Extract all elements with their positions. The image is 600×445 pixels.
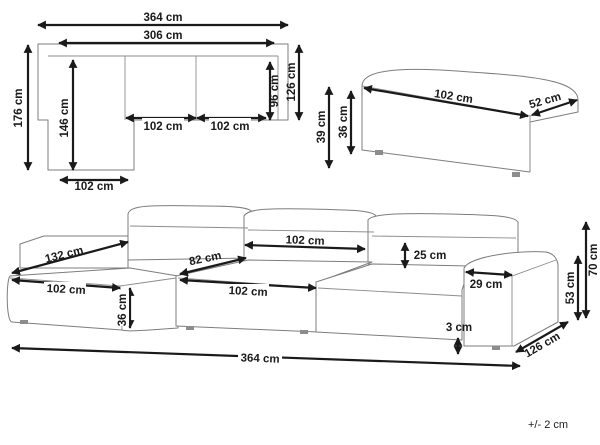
dim-front-armrest-width bbox=[465, 268, 513, 279]
label-top-chaise-width: 102 cm bbox=[74, 181, 113, 193]
seat-right bbox=[315, 263, 471, 341]
top-view: 364 cm 306 cm 176 cm 146 cm 126 cm 96 cm… bbox=[13, 12, 304, 193]
dim-front-chaise-depth bbox=[11, 239, 129, 276]
label-front-back-cushion-height: 25 cm bbox=[414, 250, 447, 262]
dim-ottoman-width bbox=[363, 84, 529, 120]
ottoman-leg-1 bbox=[375, 150, 383, 155]
label-front-arm-height: 53 cm bbox=[565, 272, 577, 305]
label-front-chaise-width: 102 cm bbox=[46, 283, 86, 297]
back-cushion-left bbox=[127, 205, 253, 261]
label-ottoman-seat-height: 36 cm bbox=[338, 106, 350, 139]
label-top-total-depth: 176 cm bbox=[13, 88, 25, 127]
label-top-seat-depth: 96 cm bbox=[269, 75, 281, 108]
label-top-module-a: 102 cm bbox=[143, 121, 182, 133]
label-front-seat-height: 36 cm bbox=[117, 294, 129, 327]
leg-3 bbox=[300, 330, 308, 334]
label-front-total-height: 70 cm bbox=[588, 244, 600, 277]
dim-front-back-cushion-width bbox=[244, 240, 366, 254]
tolerance-note: +/- 2 cm bbox=[528, 419, 568, 431]
dim-front-depth bbox=[515, 321, 569, 353]
back-cushion-middle-seam bbox=[247, 229, 375, 233]
seat-right-edge bbox=[317, 287, 463, 297]
ottoman-view: 102 cm 52 cm 39 cm 36 cm bbox=[316, 68, 579, 177]
leg-4 bbox=[492, 346, 500, 350]
ottoman-outline bbox=[361, 68, 579, 173]
label-front-seat-width: 102 cm bbox=[228, 285, 268, 299]
dim-ottoman-depth bbox=[531, 98, 578, 117]
label-top-module-b: 102 cm bbox=[210, 121, 249, 133]
label-front-leg-height: 3 cm bbox=[446, 322, 472, 334]
back-cushion-right-seam bbox=[371, 235, 517, 239]
label-ottoman-height: 39 cm bbox=[316, 111, 328, 144]
leg-1 bbox=[20, 320, 28, 324]
back-cushion-left-seam bbox=[129, 225, 249, 229]
label-top-inner-width: 306 cm bbox=[143, 30, 182, 42]
top-view-outline bbox=[37, 43, 289, 171]
label-top-chaise-depth: 146 cm bbox=[59, 98, 71, 137]
label-front-armrest-width: 29 cm bbox=[470, 279, 503, 291]
front-view: 132 cm 82 cm 102 cm 25 cm 102 cm 102 cm … bbox=[6, 205, 600, 371]
leg-2 bbox=[186, 326, 194, 330]
chaise-seat bbox=[6, 267, 179, 332]
dim-front-back-depth bbox=[179, 255, 247, 277]
right-armrest bbox=[463, 251, 559, 347]
ottoman-leg-2 bbox=[512, 172, 520, 177]
label-top-total-width: 364 cm bbox=[143, 12, 182, 24]
label-front-total-width: 364 cm bbox=[240, 352, 279, 365]
label-top-module-depth: 126 cm bbox=[286, 62, 298, 101]
label-front-back-cushion-width: 102 cm bbox=[285, 234, 324, 247]
